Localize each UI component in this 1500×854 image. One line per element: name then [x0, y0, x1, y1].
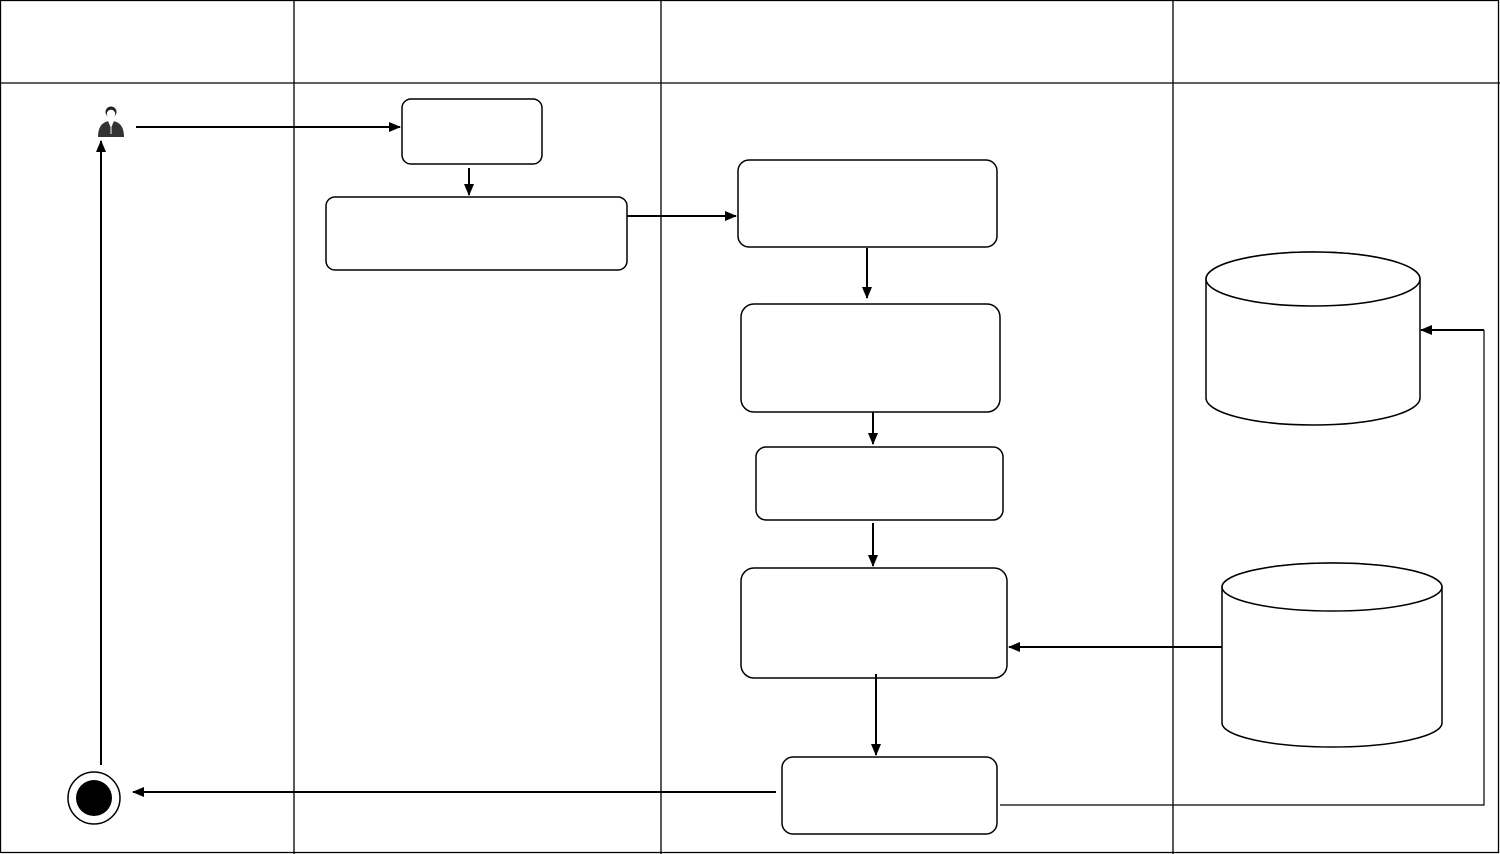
activity-node-5: [755, 446, 1004, 521]
datastore-2: [1221, 562, 1443, 748]
activity-node-1: [401, 98, 543, 165]
activity-node-7: [781, 756, 998, 835]
activity-node-4: [740, 303, 1001, 413]
activity-node-6: [740, 567, 1008, 679]
final-node: [67, 771, 121, 825]
datastore-1: [1205, 251, 1421, 426]
activity-node-2: [325, 196, 628, 271]
edges: [96, 122, 1485, 806]
edge-node7-to-datastore1: [1000, 330, 1485, 806]
activity-node-3: [737, 159, 998, 248]
user-icon: [98, 106, 124, 137]
